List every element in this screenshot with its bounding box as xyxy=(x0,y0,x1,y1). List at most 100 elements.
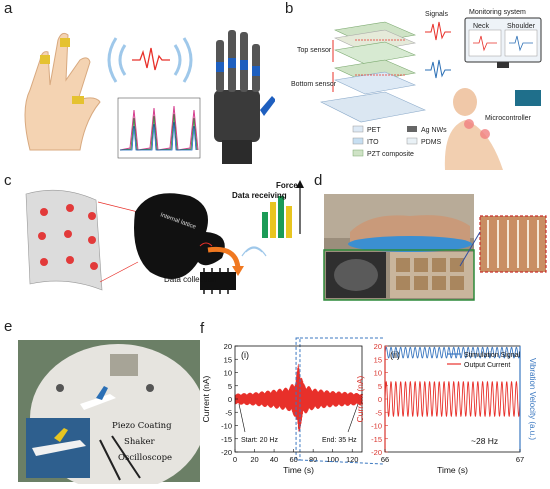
y-tick-label-i: 5 xyxy=(228,382,232,391)
zoom-inset xyxy=(479,215,547,273)
shaker-label: Shaker xyxy=(124,437,156,447)
legend-ag-nws: Ag NWs xyxy=(421,127,447,134)
end-arrow xyxy=(347,403,359,433)
signal-wave-red xyxy=(425,21,451,41)
y-tick-label-ii: 20 xyxy=(374,342,382,351)
bottom-sensor-label: Bottom sensor xyxy=(291,81,337,88)
glove-illustration xyxy=(134,193,225,280)
y-tick-label-i: -15 xyxy=(221,435,232,444)
sensor-finger-1 xyxy=(40,55,50,64)
legend-label-output: Output Current xyxy=(464,362,510,369)
lattice-patch xyxy=(25,189,103,291)
robotic-hand-illustration xyxy=(214,30,276,164)
panel-c-illustration: Internal lattice Data collection Force D… xyxy=(25,180,304,294)
x-tick-label-i: 60 xyxy=(289,455,297,464)
panel-a-illustration xyxy=(24,30,276,164)
wireless-red-icon xyxy=(199,242,213,247)
legend-ito: ITO xyxy=(367,139,379,146)
oscilloscope-label: Oscilloscope xyxy=(118,453,172,463)
y-tick-label-i: -5 xyxy=(225,408,232,417)
force-label: Force xyxy=(276,181,298,190)
shoulder-label: Shoulder xyxy=(507,23,536,30)
panel-e-photo: Piezo Coating Shaker Oscilloscope xyxy=(18,340,206,489)
signal-wave-icon xyxy=(132,47,170,71)
x-axis-label-ii: Time (s) xyxy=(437,465,468,475)
zoom-connector-bottom xyxy=(299,459,384,465)
y-tick-label-ii: -20 xyxy=(371,448,382,457)
force-bar-icon xyxy=(262,180,304,238)
stimulation-signal-line xyxy=(384,346,521,359)
x-tick-label-i: 100 xyxy=(326,455,339,464)
x-tick-label-i: 20 xyxy=(250,455,258,464)
wireless-icon xyxy=(241,246,267,257)
data-receiving-label: Data receiving xyxy=(232,191,287,200)
signal-wave-blue xyxy=(425,59,451,79)
y-tick-label-ii: 10 xyxy=(374,369,382,378)
y-tick-label-i: 15 xyxy=(224,355,232,364)
microcontroller-board xyxy=(515,90,541,106)
panel-b-illustration: Top sensor Bottom sensor Signals Monitor… xyxy=(291,9,542,170)
y-tick-label-i: -20 xyxy=(221,448,232,457)
y-axis-label-i: Current (nA) xyxy=(201,375,211,422)
y-tick-label-ii: 5 xyxy=(378,382,382,391)
sensor-finger-2 xyxy=(60,38,70,47)
y-tick-label-ii: -15 xyxy=(371,435,382,444)
x-axis-label-i: Time (s) xyxy=(283,465,314,475)
y-tick-label-i: 0 xyxy=(228,395,232,404)
legend-label-stimulation: Stimulation Signal xyxy=(464,352,520,359)
x-tick-label-ii: 66 xyxy=(381,455,389,464)
panel-label-f: f xyxy=(200,320,205,337)
panel-b: b Top sensor Bottom sensor Signals Monit… xyxy=(275,0,550,170)
legend-pdms: PDMS xyxy=(421,139,442,146)
wireless-signal-icon xyxy=(107,37,193,83)
zoom-highlight-box xyxy=(295,337,301,461)
panel-label-e: e xyxy=(4,318,13,335)
frequency-annotation: ~28 Hz xyxy=(471,436,498,446)
panel-label-d: d xyxy=(314,172,323,189)
panel-label-a: a xyxy=(4,0,13,17)
end-annotation: End: 35 Hz xyxy=(322,437,357,444)
panel-label-b: b xyxy=(285,0,294,17)
material-legend: PET Ag NWs ITO PDMS PZT composite xyxy=(352,125,447,158)
x-tick-label-i: 0 xyxy=(233,455,237,464)
sensor-stack xyxy=(320,21,426,123)
panel-label-c: c xyxy=(4,172,12,189)
y-tick-label-ii: -5 xyxy=(375,408,382,417)
x-tick-label-ii: 67 xyxy=(516,455,524,464)
start-annotation: Start: 20 Hz xyxy=(241,437,278,444)
subplot-title-ii: (ii) xyxy=(390,350,400,360)
piezo-coating-label: Piezo Coating xyxy=(112,421,172,431)
y-tick-label-i: 10 xyxy=(224,369,232,378)
panel-d-photo xyxy=(323,194,547,301)
x-tick-label-i: 80 xyxy=(309,455,317,464)
output-current-line-i xyxy=(234,363,363,432)
signals-label: Signals xyxy=(425,11,448,18)
arrow-icon xyxy=(207,246,241,269)
panel-e: e Piezo Coating Shaker Oscilloscope xyxy=(0,318,206,489)
hand-illustration xyxy=(24,32,101,151)
person-illustration xyxy=(444,88,503,170)
panel-a: a xyxy=(0,0,276,170)
y-axis-label-ii-left: Current (nA) xyxy=(355,375,365,422)
y-tick-label-ii: -10 xyxy=(371,422,382,431)
y-axis-label-ii-right: Vibration Velocity (a.u.) xyxy=(528,358,537,440)
legend-pzt: PZT composite xyxy=(367,151,414,158)
y-tick-label-ii: 15 xyxy=(374,355,382,364)
subplot-title-i: (i) xyxy=(241,350,249,360)
mini-voltage-plot xyxy=(117,97,201,159)
microcontroller-label: Microcontroller xyxy=(485,115,532,122)
chip-icon xyxy=(200,268,236,294)
y-tick-label-i: 20 xyxy=(224,342,232,351)
legend-pet: PET xyxy=(367,127,381,134)
start-arrow xyxy=(238,403,246,433)
top-sensor-label: Top sensor xyxy=(297,47,332,54)
x-tick-label-i: 120 xyxy=(346,455,359,464)
y-tick-label-i: -10 xyxy=(221,422,232,431)
neck-label: Neck xyxy=(473,23,489,30)
monitor-icon xyxy=(464,17,542,68)
monitoring-system-label: Monitoring system xyxy=(469,9,526,16)
y-tick-label-ii: 0 xyxy=(378,395,382,404)
sensor-thumb xyxy=(72,96,84,104)
